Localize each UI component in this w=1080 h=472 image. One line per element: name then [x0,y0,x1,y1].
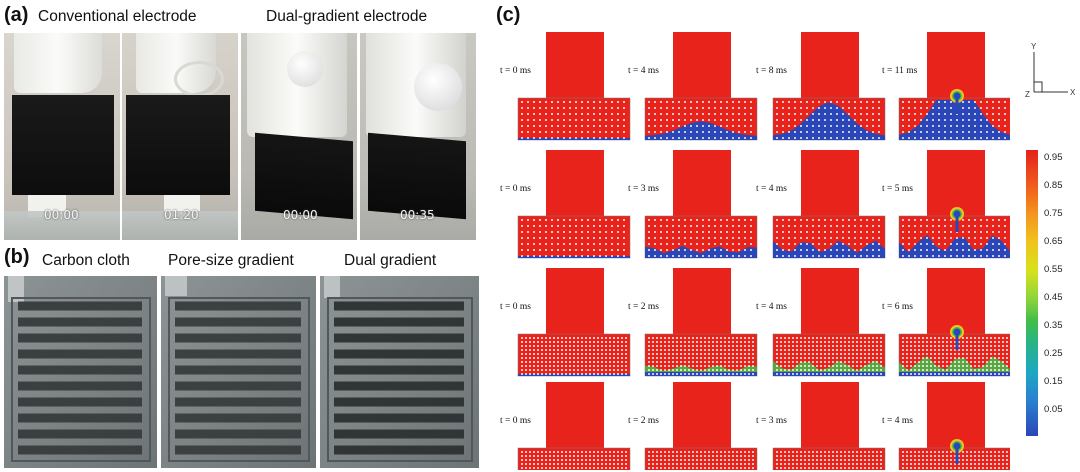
flow-field-pore-size [161,276,316,468]
panel-b-caption-carbon-cloth: Carbon cloth [42,252,130,269]
simulation-frame [517,150,631,259]
photo-dual-1: 00:35 [360,33,476,240]
colorbar-tick: 0.35 [1044,320,1063,331]
colorbar-tick: 0.65 [1044,236,1063,247]
axis-y-label: Y [1031,42,1037,51]
simulation-grid: t = 0 ms t = 4 ms t = 8 ms t = 11 ms t =… [490,22,1010,470]
axis-z-label: Z [1025,90,1030,99]
time-label: t = 3 ms [756,416,787,426]
simulation-frame [772,382,886,470]
panel-a-letter: (a) [4,4,29,26]
axis-x-label: X [1070,88,1076,97]
simulation-frames [517,32,1010,470]
panel-b-caption-pore-size: Pore-size gradient [168,252,294,269]
simulation-frame [517,32,631,141]
flow-field-carbon-cloth [4,276,157,468]
colorbar-tick: 0.15 [1044,376,1063,387]
simulation-frame [898,268,1010,377]
time-label: t = 8 ms [756,66,787,76]
simulation-frame [644,150,758,259]
gas-bubble [414,63,462,111]
simulation-frame [772,32,886,141]
photo-conventional-0: 00:00 [4,33,120,240]
colorbar-tick: 0.25 [1044,348,1063,359]
timestamp: 00:00 [44,208,79,222]
time-label: t = 5 ms [882,184,913,194]
axis-triad: Y Z X [1025,42,1076,99]
colorbar-tick: 0.95 [1044,152,1063,163]
flow-field-dual-gradient [320,276,479,468]
time-label: t = 6 ms [882,302,913,312]
simulation-frame [644,382,758,470]
simulation-frame [898,32,1010,141]
time-label: t = 11 ms [882,66,918,76]
colorbar [1026,150,1038,436]
time-label: t = 2 ms [628,302,659,312]
time-label: t = 0 ms [500,184,531,194]
timestamp: 00:35 [400,208,435,222]
time-label: t = 0 ms [500,66,531,76]
timestamp: 00:00 [283,208,318,222]
time-label: t = 4 ms [756,184,787,194]
panel-c-letter: (c) [496,4,521,26]
time-label: t = 0 ms [500,416,531,426]
time-label: t = 4 ms [628,66,659,76]
simulation-frame [898,150,1010,259]
time-label: t = 4 ms [882,416,913,426]
colorbar-tick: 0.05 [1044,404,1063,415]
simulation-frame [772,150,886,259]
colorbar-tick: 0.45 [1044,292,1063,303]
flow-field-photos [4,276,479,468]
carbon-electrode [12,95,114,195]
photo-dual-0: 00:00 [241,33,357,240]
time-label: t = 0 ms [500,302,531,312]
gas-bubble [287,51,323,87]
panel-b-caption-dual: Dual gradient [344,252,437,269]
photo-conventional-1: 01:20 [122,33,238,240]
simulation-frame [898,382,1010,470]
simulation-frame [517,268,631,377]
simulation-frame [517,382,631,470]
colorbar-tick: 0.55 [1044,264,1063,275]
carbon-electrode [126,95,230,195]
colorbar-tick: 0.75 [1044,208,1063,219]
panel-a-caption-conventional: Conventional electrode [38,8,197,25]
time-label: t = 3 ms [628,184,659,194]
carbon-electrode [255,132,353,220]
simulation-frame [644,32,758,141]
panel-b-letter: (b) [4,246,30,268]
colorbar-tick: 0.85 [1044,180,1063,191]
carbon-electrode [368,132,466,220]
electrode-holder [14,33,102,93]
panel-a-caption-dual: Dual-gradient electrode [266,8,428,25]
simulation-frame [772,268,886,377]
time-label: t = 4 ms [756,302,787,312]
timestamp: 01:20 [164,208,199,222]
simulation-frame [644,268,758,377]
time-label: t = 2 ms [628,416,659,426]
